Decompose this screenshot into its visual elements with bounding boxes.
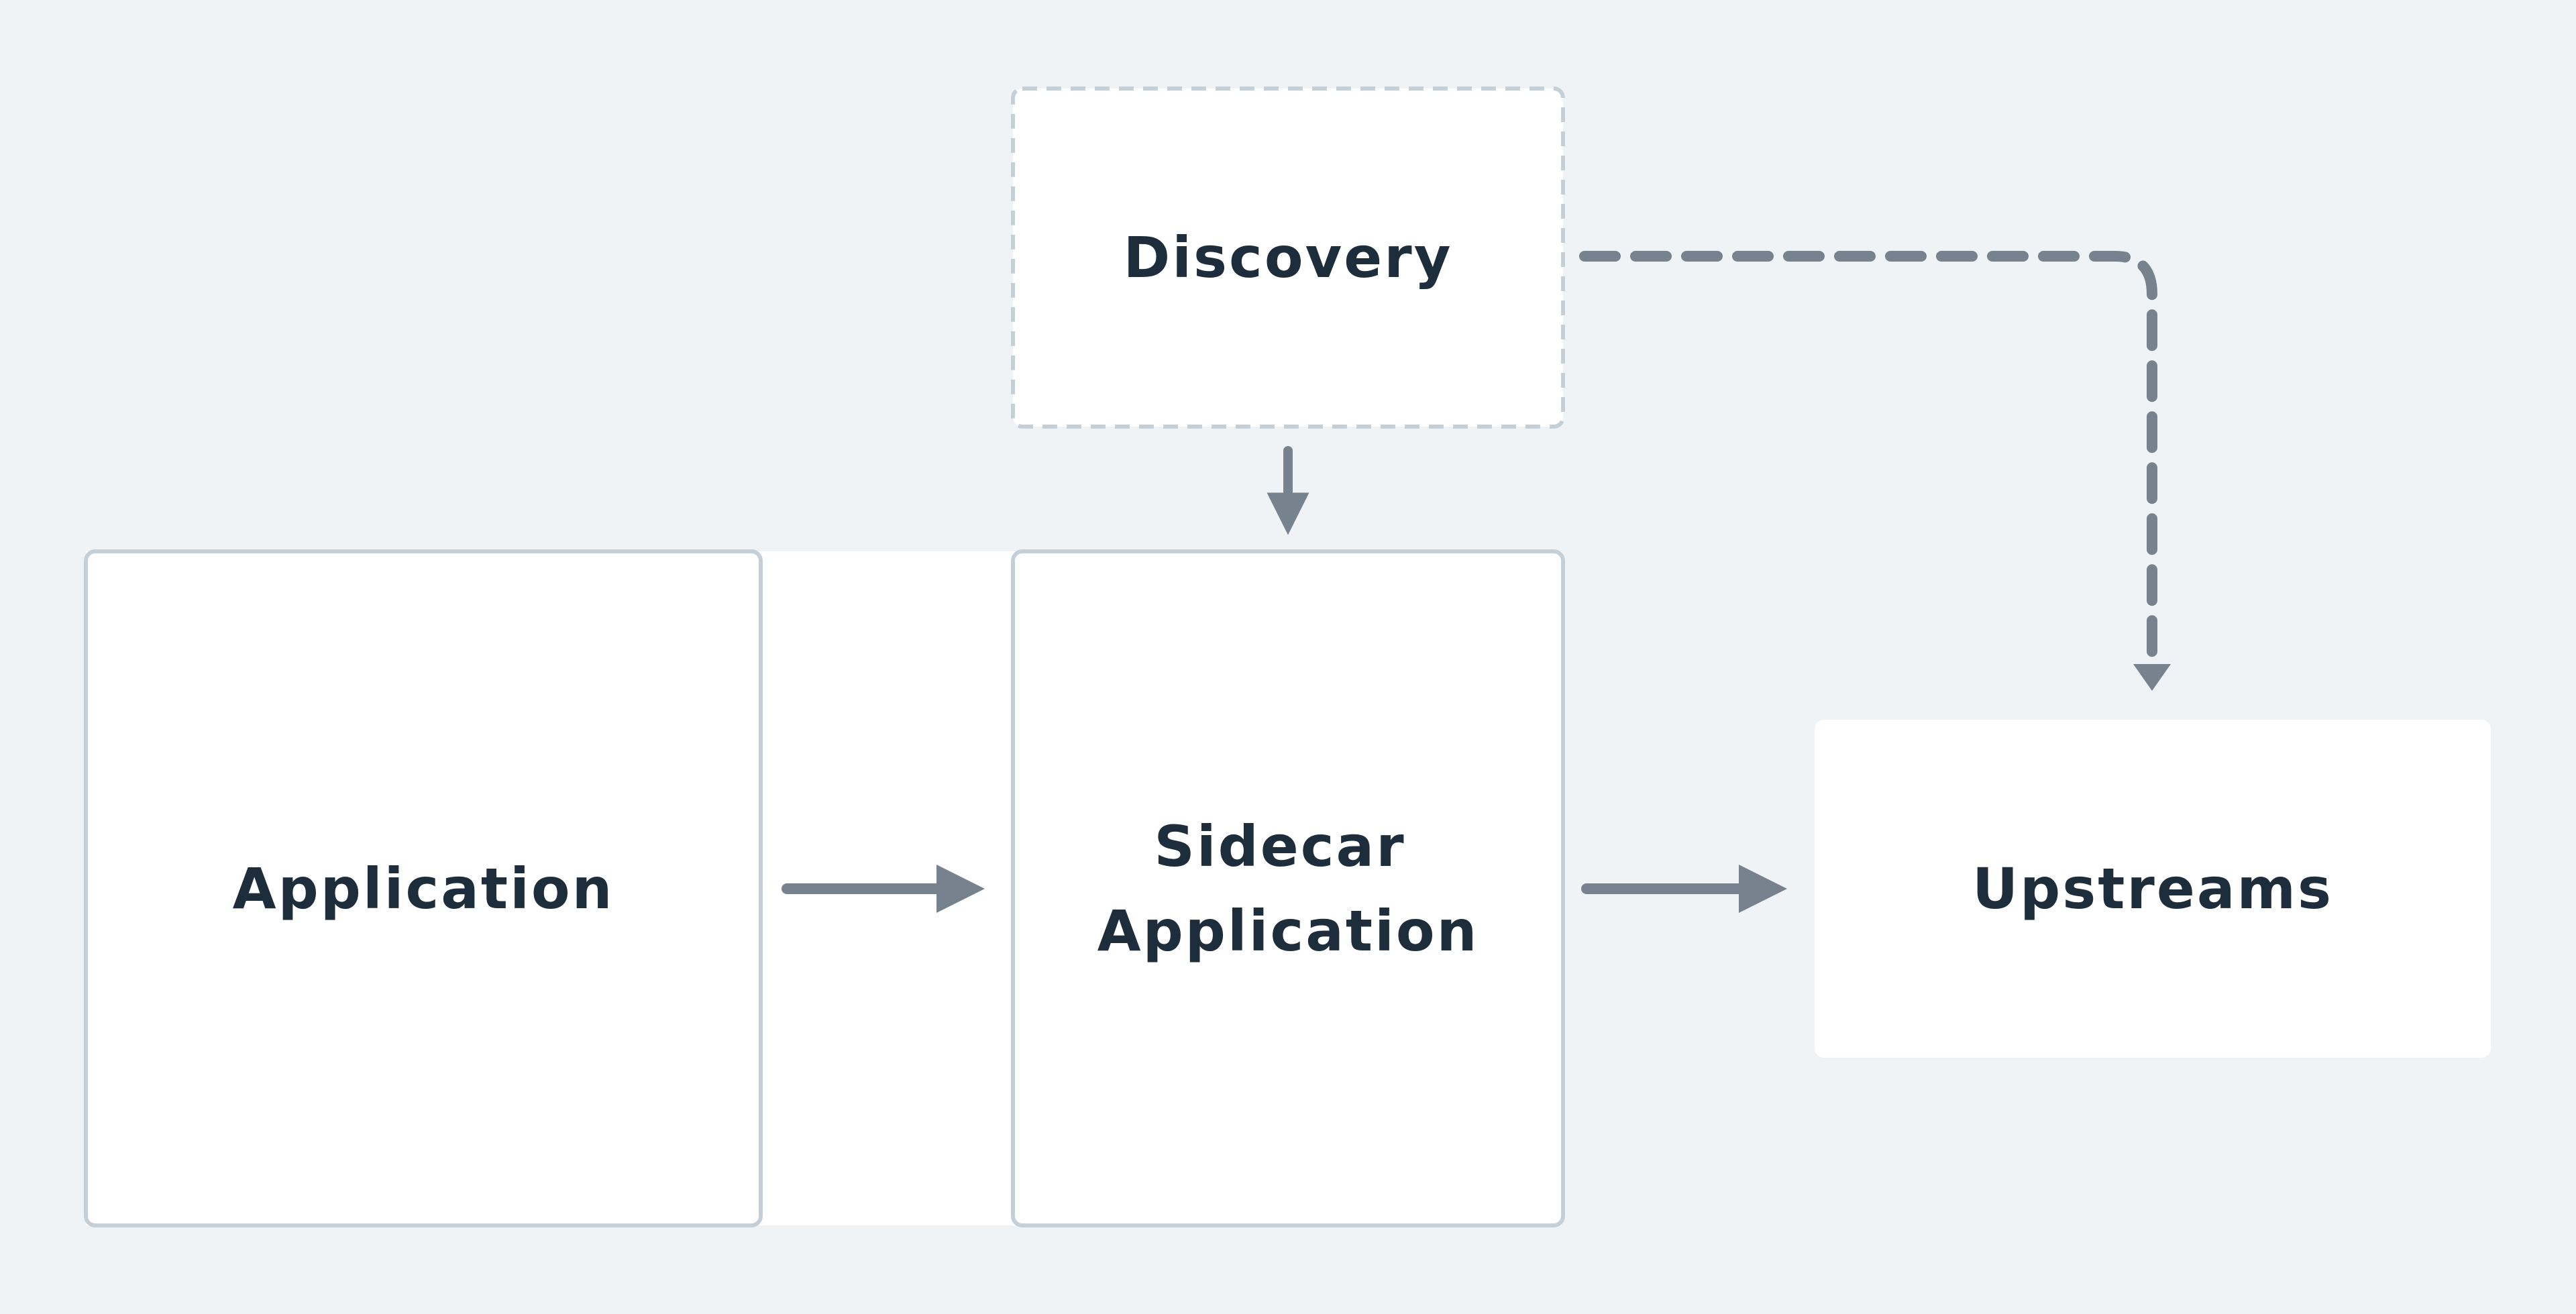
sidecar-node: Sidecar Application: [1011, 549, 1565, 1227]
upstreams-node: Upstreams: [1815, 720, 2491, 1058]
sidecar-label-line2: Application: [1097, 898, 1479, 964]
arrow-discovery-to-upstreams-dashed: [1579, 251, 2157, 676]
application-box: [84, 549, 763, 1227]
upstreams-box: [1815, 720, 2491, 1058]
upstreams-label: Upstreams: [1972, 856, 2333, 922]
sidecar-label-line1: Sidecar: [1154, 814, 1405, 879]
discovery-node: Discovery: [1011, 87, 1565, 429]
discovery-label: Discovery: [1124, 225, 1453, 290]
sidecar-box: [1011, 549, 1565, 1227]
arrowhead-upstreams-dashed: [2133, 664, 2171, 691]
discovery-box: [1011, 87, 1565, 429]
application-node: Application: [84, 549, 763, 1227]
arrowhead-discovery-sidecar: [1269, 498, 1307, 525]
application-label: Application: [233, 856, 614, 922]
